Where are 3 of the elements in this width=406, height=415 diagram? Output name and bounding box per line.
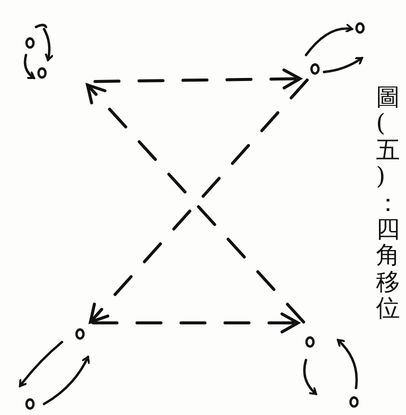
- dashed-arrow: [94, 68, 302, 90]
- figure-caption: 圖(五)：四角移位: [376, 84, 400, 322]
- dashed-arrow: [92, 312, 300, 334]
